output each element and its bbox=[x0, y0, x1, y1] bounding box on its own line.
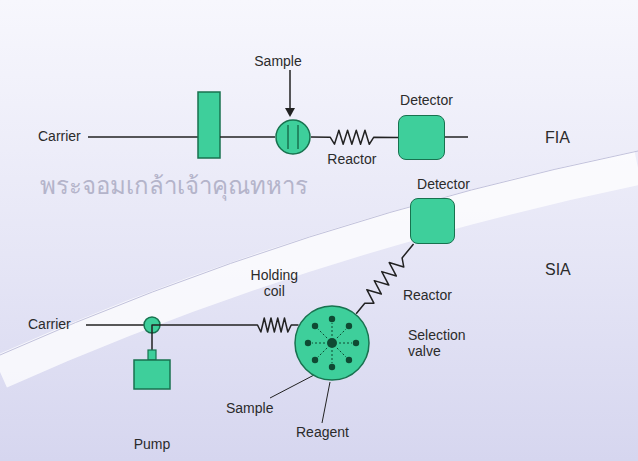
arrow-head bbox=[285, 108, 295, 117]
stream-label: Carrier bbox=[28, 316, 71, 332]
valve-port bbox=[305, 340, 311, 346]
reactor-coil bbox=[356, 244, 413, 314]
leader-line bbox=[322, 382, 330, 423]
carrier-line bbox=[86, 324, 144, 326]
node-label: Selection valve bbox=[408, 327, 476, 359]
port-channel bbox=[312, 343, 325, 344]
valve-port bbox=[346, 323, 352, 329]
injection-valve-outline bbox=[275, 119, 311, 155]
pump-stem bbox=[148, 350, 156, 360]
selection-valve-outline bbox=[294, 305, 370, 381]
edge-label: Holding coil bbox=[242, 267, 306, 299]
stream-label: Carrier bbox=[38, 128, 81, 144]
valve-port bbox=[329, 316, 335, 322]
node-label: Detector bbox=[417, 176, 470, 192]
pump-body bbox=[134, 360, 170, 389]
injection-valve: Sample bbox=[275, 119, 311, 155]
flow-line bbox=[220, 136, 275, 138]
valve-port bbox=[346, 357, 352, 363]
port-channel bbox=[318, 348, 327, 357]
port-label: Reagent bbox=[296, 424, 349, 440]
system-label: FIA bbox=[545, 129, 570, 147]
port-channel bbox=[332, 323, 333, 336]
holding-coil bbox=[152, 318, 299, 350]
detector-box: Detector bbox=[410, 198, 455, 244]
pump-block bbox=[198, 92, 220, 158]
carrier-line bbox=[88, 136, 198, 138]
pump-symbol: Pump bbox=[133, 350, 171, 390]
node-label: Sample bbox=[254, 53, 301, 69]
pump-symbol-outline bbox=[133, 350, 171, 390]
edge-label: Reactor bbox=[327, 151, 376, 167]
valve-body bbox=[276, 120, 310, 154]
injection-arrow bbox=[289, 70, 291, 110]
valve-port bbox=[329, 364, 335, 370]
valve-hub bbox=[327, 338, 337, 348]
outlet-line bbox=[445, 136, 468, 138]
valve-body bbox=[295, 306, 369, 380]
port-channel bbox=[339, 343, 352, 344]
node-label: Detector bbox=[400, 92, 453, 108]
valve-channel bbox=[297, 125, 299, 149]
valve-port bbox=[312, 357, 318, 363]
reactor-coil bbox=[311, 130, 398, 144]
port-channel bbox=[337, 329, 346, 338]
edge-label: Reactor bbox=[403, 287, 452, 303]
system-label: SIA bbox=[545, 261, 571, 279]
valve-port bbox=[312, 323, 318, 329]
selection-valve: Selection valve bbox=[294, 305, 370, 381]
watermark: พระจอมเกล้าเจ้าคุณทหาร bbox=[40, 172, 308, 200]
port-channel bbox=[337, 348, 346, 357]
port-label: Sample bbox=[226, 400, 273, 416]
valve-port bbox=[353, 340, 359, 346]
detector-box: Detector bbox=[398, 115, 445, 160]
valve-channel bbox=[287, 125, 289, 149]
leader-line bbox=[270, 374, 316, 398]
node-label: Pump bbox=[134, 436, 171, 452]
port-channel bbox=[332, 350, 333, 363]
port-channel bbox=[318, 329, 327, 338]
